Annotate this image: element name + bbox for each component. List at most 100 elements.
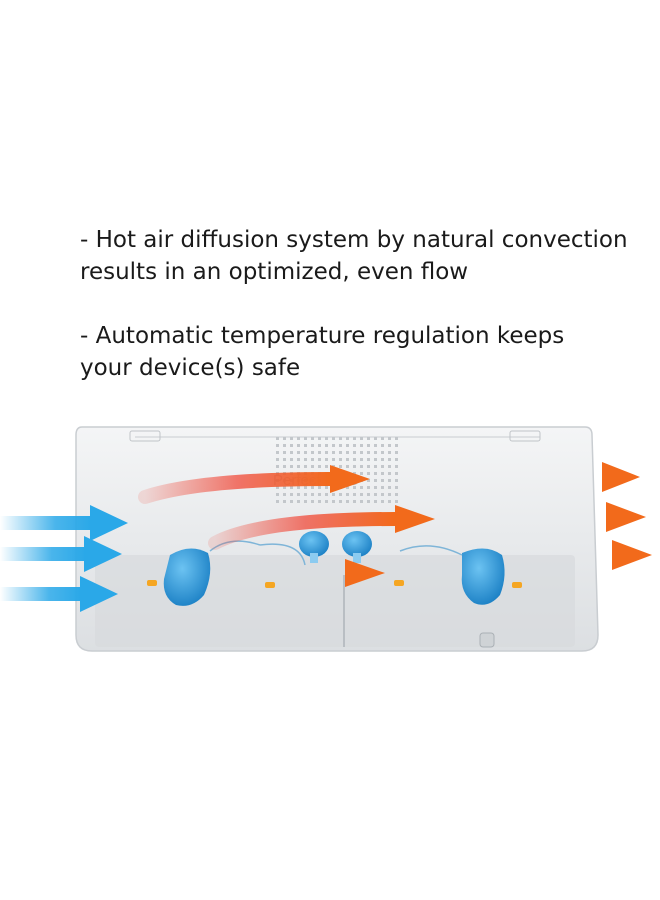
vent-hole	[388, 472, 391, 475]
vent-hole	[360, 486, 363, 489]
vent-hole	[276, 444, 279, 447]
vent-hole	[332, 444, 335, 447]
vent-hole	[388, 451, 391, 454]
led-indicator-icon	[147, 580, 522, 588]
vent-hole	[318, 493, 321, 496]
vent-hole	[304, 437, 307, 440]
vent-hole	[339, 500, 342, 503]
hot-air-arrow-icon	[203, 559, 385, 587]
ear-dome-icon	[299, 531, 329, 563]
vent-hole	[360, 465, 363, 468]
vent-hole	[395, 451, 398, 454]
vent-hole	[318, 444, 321, 447]
vent-hole	[374, 493, 377, 496]
vent-hole	[304, 465, 307, 468]
vent-hole	[332, 458, 335, 461]
vent-hole	[339, 437, 342, 440]
vent-hole	[367, 500, 370, 503]
ear-dome-icon	[342, 531, 372, 563]
dryer-illustration: Perfect Dry®	[0, 426, 652, 652]
vent-hole	[367, 479, 370, 482]
vent-hole	[325, 444, 328, 447]
feature-line: your device(s) safe	[80, 355, 301, 381]
vent-hole	[290, 465, 293, 468]
vent-hole	[276, 465, 279, 468]
vent-hole	[374, 444, 377, 447]
vent-hole	[395, 472, 398, 475]
vent-hole	[325, 486, 328, 489]
vent-hole	[374, 465, 377, 468]
vent-hole	[374, 479, 377, 482]
vent-hole	[304, 493, 307, 496]
vent-hole	[332, 437, 335, 440]
vent-hole	[360, 500, 363, 503]
hot-air-arrow-icon	[433, 502, 646, 532]
vent-hole	[311, 458, 314, 461]
vent-hole	[395, 500, 398, 503]
vent-hole	[276, 500, 279, 503]
vent-hole	[318, 437, 321, 440]
vent-hole	[381, 437, 384, 440]
vent-hole	[346, 500, 349, 503]
vent-hole	[297, 451, 300, 454]
vent-hole	[360, 472, 363, 475]
vent-hole	[374, 458, 377, 461]
vent-hole	[395, 465, 398, 468]
vent-hole	[395, 493, 398, 496]
vent-hole	[367, 437, 370, 440]
vent-hole	[304, 486, 307, 489]
cool-air-arrow-icon	[0, 505, 128, 541]
vent-hole	[346, 444, 349, 447]
vent-hole	[332, 451, 335, 454]
vent-hole	[318, 465, 321, 468]
vent-hole	[395, 444, 398, 447]
vent-hole	[290, 458, 293, 461]
feature-line: - Automatic temperature regulation keeps	[80, 323, 565, 349]
vent-hole	[346, 458, 349, 461]
vent-hole	[381, 479, 384, 482]
vent-hole	[367, 458, 370, 461]
vent-hole	[381, 486, 384, 489]
vent-hole	[381, 465, 384, 468]
vent-hole	[374, 451, 377, 454]
vent-hole	[388, 479, 391, 482]
vent-hole	[353, 437, 356, 440]
vent-hole	[339, 451, 342, 454]
vent-hole	[297, 444, 300, 447]
vent-hole	[388, 437, 391, 440]
vent-hole	[304, 458, 307, 461]
vent-hole	[290, 486, 293, 489]
vent-hole	[353, 493, 356, 496]
vent-hole	[381, 444, 384, 447]
vent-hole	[276, 458, 279, 461]
feature-line: - Hot air diffusion system by natural co…	[80, 227, 628, 253]
vent-hole	[381, 451, 384, 454]
vent-hole	[283, 500, 286, 503]
vent-hole	[374, 486, 377, 489]
vent-hole	[339, 444, 342, 447]
vent-hole	[353, 486, 356, 489]
vent-hole	[388, 493, 391, 496]
vent-hole	[276, 451, 279, 454]
hearing-aid-icon	[399, 545, 505, 605]
vent-hole	[353, 444, 356, 447]
vent-hole	[283, 465, 286, 468]
vent-hole	[297, 486, 300, 489]
vent-hole	[297, 437, 300, 440]
vent-hole	[311, 500, 314, 503]
vent-hole	[290, 437, 293, 440]
vent-hole	[283, 458, 286, 461]
vent-hole	[325, 500, 328, 503]
vent-hole	[346, 486, 349, 489]
vent-hole	[395, 437, 398, 440]
vent-hole	[318, 451, 321, 454]
vent-hole	[290, 500, 293, 503]
vent-hole	[367, 493, 370, 496]
vent-hole	[346, 493, 349, 496]
vent-hole	[395, 458, 398, 461]
vent-hole	[388, 444, 391, 447]
vent-hole	[360, 451, 363, 454]
vent-hole	[346, 437, 349, 440]
vent-hole	[304, 500, 307, 503]
vent-hole	[353, 500, 356, 503]
